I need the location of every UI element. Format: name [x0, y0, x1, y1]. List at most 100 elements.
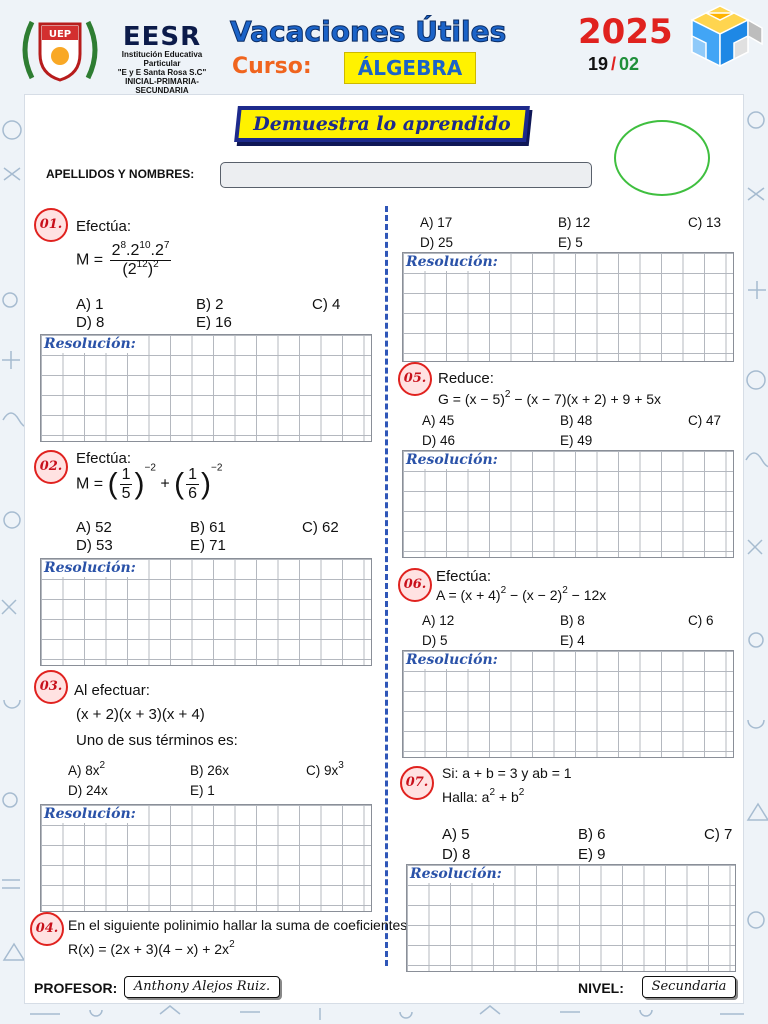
date-separator: /	[611, 54, 617, 74]
name-field[interactable]	[220, 162, 592, 188]
problem-02-lhs: M =	[76, 475, 104, 493]
problem-05-option-c: C) 47	[688, 413, 722, 428]
p7-line2-a: Halla: a	[442, 789, 490, 805]
banner-title: Demuestra lo aprendido	[253, 113, 511, 135]
problem-01-lhs: M =	[76, 251, 104, 269]
problem-04-option-e: E) 5	[558, 235, 583, 250]
problem-06-option-d: D) 5	[422, 633, 448, 648]
problem-02-stem: Efectúa:	[76, 450, 132, 467]
problem-07-option-b: B) 6	[578, 826, 606, 843]
problem-04-option-b: B) 12	[558, 215, 591, 230]
school-line-3: INICIAL-PRIMARIA-SECUNDARIA	[125, 77, 199, 95]
num-base-1: 2	[111, 242, 121, 259]
num-exp-3: 7	[163, 240, 170, 251]
score-circle[interactable]	[614, 120, 710, 196]
problem-03-option-d: D) 24x	[68, 783, 108, 798]
p7-line2-a-exp: 2	[489, 787, 496, 798]
p7-line2-b-exp: 2	[518, 787, 525, 798]
problem-number-04: 04.	[30, 912, 64, 946]
num-base-3: .2	[150, 242, 164, 259]
problem-03-question: Uno de sus términos es:	[76, 732, 238, 749]
problem-02-option-e: E) 71	[190, 537, 226, 554]
problem-01-stem: Efectúa:	[76, 218, 132, 235]
problem-01-option-e: E) 16	[196, 314, 232, 331]
problem-04-expr-text: R(x) = (2x + 3)(4 − x) + 2x	[68, 941, 230, 957]
p6-expr-b-exp: 2	[562, 585, 568, 596]
teacher-name: Anthony Alejos Ruiz.	[124, 976, 280, 998]
num-base-2: .2	[126, 242, 140, 259]
problem-02-option-a: A) 52	[76, 519, 112, 536]
fraction-1-den: 5	[121, 485, 131, 502]
school-line-1: Institución Educativa Particular	[121, 50, 203, 68]
option-a-exp: 2	[99, 760, 106, 771]
problem-07-option-c: C) 7	[704, 826, 733, 843]
problem-07-option-e: E) 9	[578, 846, 606, 863]
problem-03-option-b: B) 26x	[190, 763, 230, 778]
option-c-exp: 3	[338, 760, 344, 771]
resolution-label-02: Resolución:	[42, 560, 139, 577]
problem-06-option-c: C) 6	[688, 613, 714, 628]
problem-04-option-a: A) 17	[420, 215, 453, 230]
problem-05-option-b: B) 48	[560, 413, 593, 428]
problem-02-option-c: C) 62	[302, 519, 339, 536]
problem-04-option-c: C) 13	[688, 215, 722, 230]
p5-expr-a: G = (x − 5)	[438, 391, 505, 407]
p6-expr-a: A = (x + 4)	[436, 587, 501, 603]
problem-05-option-e: E) 49	[560, 433, 593, 448]
problem-06-option-e: E) 4	[560, 633, 585, 648]
problem-07-line-2: Halla: a2 + b2	[442, 788, 524, 806]
paren-open-2: (	[174, 467, 185, 501]
problem-02-option-b: B) 61	[190, 519, 226, 536]
problem-03-expression: (x + 2)(x + 3)(x + 4)	[76, 706, 205, 723]
level-label: NIVEL:	[578, 980, 624, 996]
p5-expr-b: − (x − 7)(x + 2) + 9 + 5x	[510, 391, 662, 407]
problem-01-denominator: (212)2	[122, 259, 159, 279]
problem-06-option-b: B) 8	[560, 613, 585, 628]
problem-03-option-c: C) 9x3	[306, 760, 344, 780]
problem-04-option-d: D) 25	[420, 235, 454, 250]
problem-04-expression: R(x) = (2x + 3)(4 − x) + 2x2	[68, 940, 235, 958]
resolution-grid-04[interactable]	[402, 252, 734, 362]
teacher-label: PROFESOR:	[34, 980, 118, 996]
resolution-label-06: Resolución:	[404, 652, 501, 669]
den-inner-exp: 12	[136, 259, 148, 270]
problem-05-stem: Reduce:	[438, 370, 494, 387]
problem-number-02: 02.	[34, 450, 68, 484]
option-c-text: C) 9x	[306, 763, 339, 778]
problem-number-07: 07.	[400, 766, 434, 800]
problem-01-expression: M = 28.210.27 (212)2	[76, 240, 173, 279]
school-name: EESR	[122, 22, 202, 52]
math-cube-icon	[690, 5, 763, 68]
problem-03-stem: Al efectuar:	[74, 682, 150, 699]
fraction-2-num: 1	[186, 466, 200, 485]
problem-07-option-a: A) 5	[442, 826, 470, 843]
exponent-2: −2	[211, 462, 223, 474]
problem-03-option-a: A) 8x2	[68, 760, 106, 780]
problem-07-line-1: Si: a + b = 3 y ab = 1	[442, 765, 572, 781]
fraction-2-den: 6	[188, 485, 198, 502]
problem-number-01: 01.	[34, 208, 68, 242]
resolution-grid-07[interactable]	[406, 864, 736, 972]
problem-number-03: 03.	[34, 670, 68, 704]
num-exp-2: 10	[139, 240, 151, 251]
resolution-label-07: Resolución:	[408, 866, 505, 883]
p5-expr-a-exp: 2	[504, 389, 511, 400]
problem-number-06: 06.	[398, 568, 432, 602]
paren-close-2: )	[201, 467, 212, 501]
p6-expr-a-exp: 2	[500, 585, 507, 596]
page-title: Vacaciones Útiles	[229, 15, 507, 49]
column-divider	[385, 206, 388, 966]
resolution-label-04: Resolución:	[404, 254, 501, 271]
logo-text: UEP	[49, 29, 71, 40]
resolution-grid-05[interactable]	[402, 450, 734, 558]
option-a-text: A) 8x	[68, 763, 100, 778]
den-base: 2	[127, 261, 137, 278]
level-value: Secundaria	[642, 976, 736, 998]
problem-01-option-d: D) 8	[76, 314, 105, 331]
p6-expr-b: − (x − 2)	[506, 587, 563, 603]
p7-line2-b: + b	[495, 789, 519, 805]
school-line-2: "E y E Santa Rosa S.C"	[117, 68, 207, 77]
date-month: 02	[619, 54, 640, 74]
